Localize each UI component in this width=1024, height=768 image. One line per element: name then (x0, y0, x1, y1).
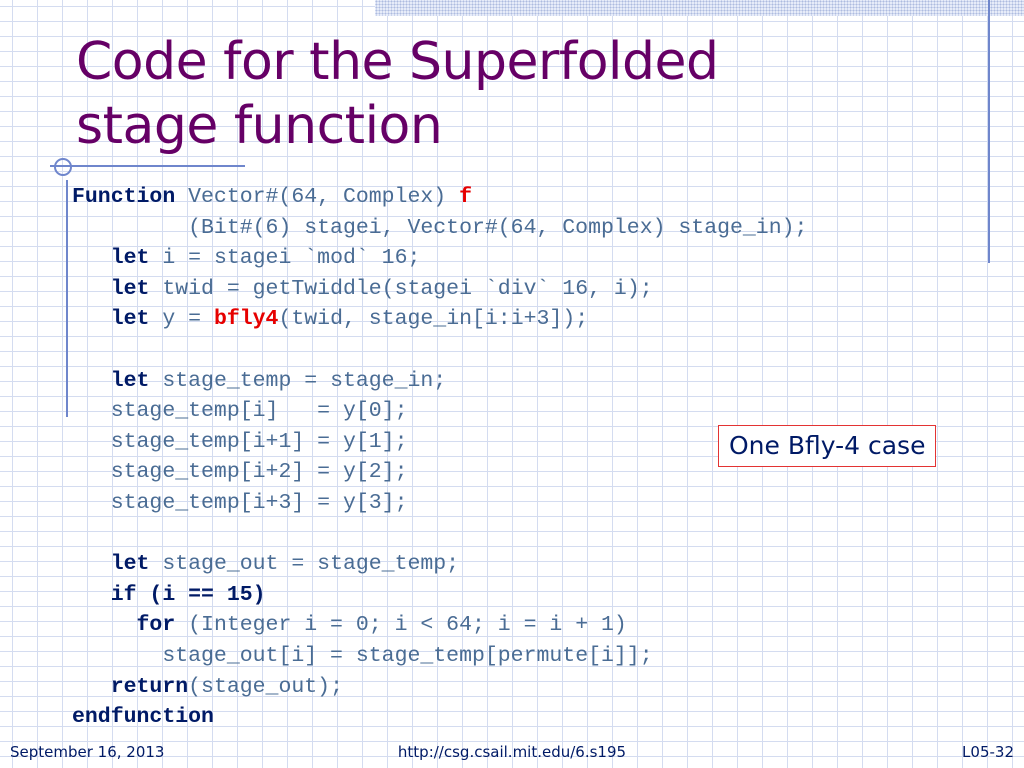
keyword: return (110, 674, 189, 699)
code-text: stage_temp[i+3] = y[3]; (110, 490, 408, 515)
code-blank-line (72, 519, 972, 550)
decorative-vertical-line-right (988, 0, 990, 263)
code-line: stage_out[i] = stage_temp[permute[i]]; (72, 641, 972, 672)
code-line: (Bit#(6) stagei, Vector#(64, Complex) st… (72, 213, 972, 244)
bfly4-highlight: bfly4 (213, 307, 279, 332)
keyword: let (110, 552, 150, 577)
footer-url: http://csg.csail.mit.edu/6.s195 (397, 743, 627, 761)
code-line: for (Integer i = 0; i < 64; i = i + 1) (72, 610, 972, 641)
code-text: stage_temp[i] = y[0]; (110, 399, 408, 424)
title-line-2: stage function (76, 96, 443, 156)
code-blank-line (72, 335, 972, 366)
code-line: stage_temp[i+1] = y[1]; (72, 427, 972, 458)
keyword: let (110, 276, 150, 301)
code-text: Vector#(64, Complex) (175, 185, 460, 209)
code-line: endfunction (72, 702, 972, 733)
title-underline (50, 165, 245, 167)
keyword: if (i == 15) (110, 582, 266, 607)
code-line: let stage_temp = stage_in; (72, 366, 972, 397)
code-line: if (i == 15) (72, 580, 972, 611)
code-line: stage_temp[i] = y[0]; (72, 396, 972, 427)
code-line: return(stage_out); (72, 672, 972, 703)
code-text: stage_out[i] = stage_temp[permute[i]]; (162, 643, 653, 668)
keyword: let (110, 246, 150, 271)
title-line-1: Code for the Superfolded (76, 32, 719, 92)
code-line: let y = bfly4(twid, stage_in[i:i+3]); (72, 304, 972, 335)
code-text: y = (149, 307, 214, 332)
keyword: let (110, 307, 150, 332)
code-block: Function Vector#(64, Complex) f (Bit#(6)… (72, 182, 972, 733)
code-line: let stage_out = stage_temp; (72, 549, 972, 580)
keyword: Function (72, 185, 176, 209)
code-text: stage_temp = stage_in; (149, 368, 447, 393)
code-text: twid = getTwiddle(stagei `div` 16, i); (149, 276, 653, 301)
keyword: let (110, 368, 150, 393)
code-text: (stage_out); (188, 674, 343, 699)
code-text: stage_temp[i+1] = y[1]; (110, 429, 408, 454)
keyword: for (136, 613, 176, 638)
function-name-highlight: f (459, 185, 472, 209)
callout-box: One Bfly-4 case (718, 425, 937, 467)
footer-date: September 16, 2013 (10, 743, 165, 761)
code-text: stage_temp[i+2] = y[2]; (110, 460, 408, 485)
code-text: (twid, stage_in[i:i+3]); (278, 307, 589, 332)
code-text: stage_out = stage_temp; (149, 552, 460, 577)
code-line: Function Vector#(64, Complex) f (72, 182, 972, 213)
decorative-vertical-line-left (66, 180, 68, 417)
code-line: let i = stagei `mod` 16; (72, 243, 972, 274)
code-line: stage_temp[i+2] = y[2]; (72, 457, 972, 488)
code-text: (Bit#(6) stagei, Vector#(64, Complex) st… (72, 215, 808, 240)
decorative-circle-icon (54, 158, 72, 176)
code-text: (Integer i = 0; i < 64; i = i + 1) (175, 613, 627, 638)
code-line: stage_temp[i+3] = y[3]; (72, 488, 972, 519)
footer-slide-number: L05-32 (962, 743, 1014, 761)
code-line: let twid = getTwiddle(stagei `div` 16, i… (72, 274, 972, 305)
decorative-corner-pattern (375, 0, 1024, 16)
code-text: i = stagei `mod` 16; (149, 246, 421, 271)
keyword: endfunction (72, 705, 214, 730)
slide-title: Code for the Superfolded stage function (76, 30, 976, 158)
